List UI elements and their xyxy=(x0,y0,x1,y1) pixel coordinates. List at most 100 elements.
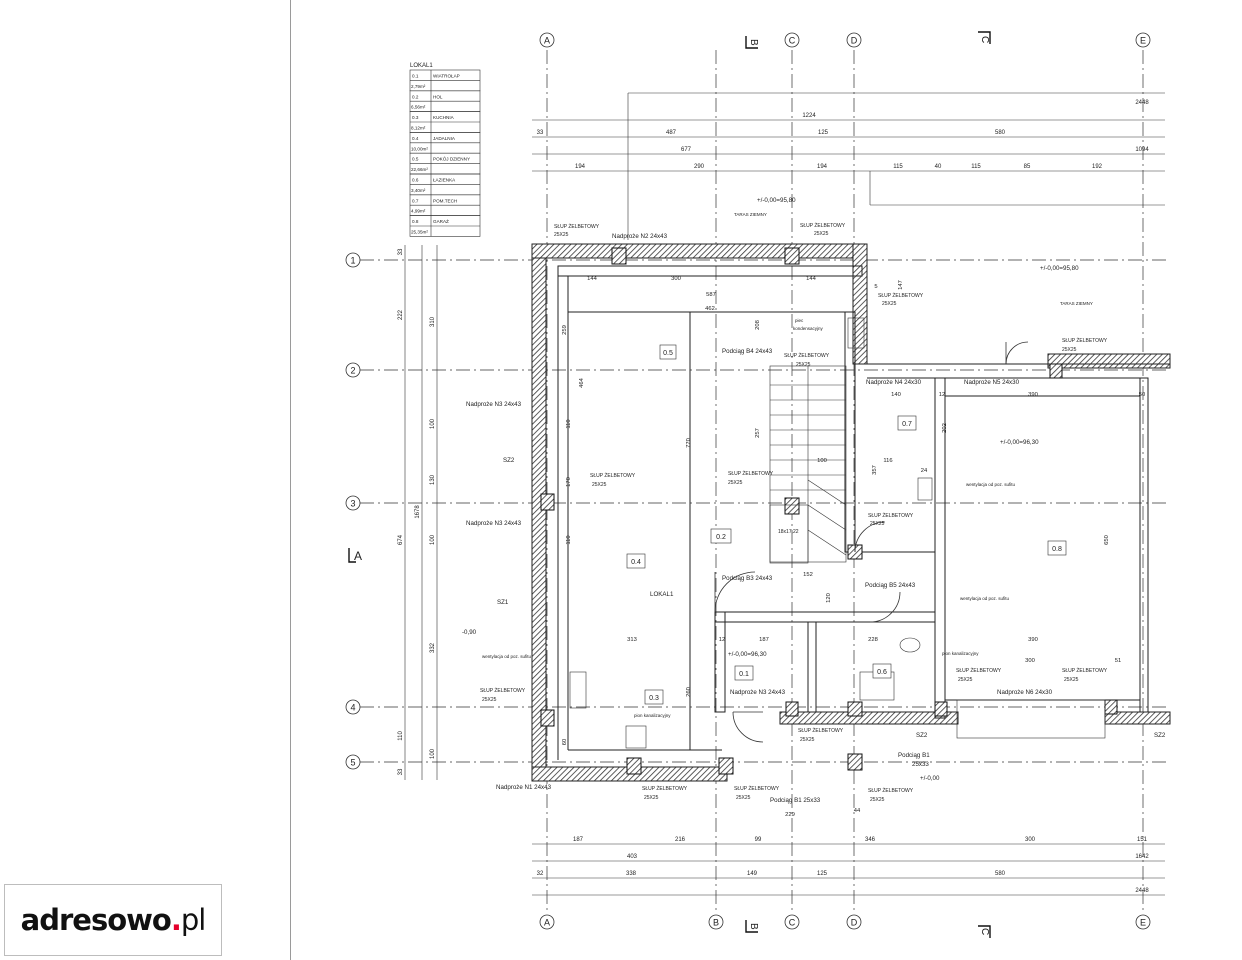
nadproze-n3-b: Nadproże N3 24x43 xyxy=(466,520,522,527)
dim-770: 770 xyxy=(686,438,692,448)
wentylacja-3: wentylacja od poz. sufitu xyxy=(482,654,532,659)
dim-12-a: 12 xyxy=(939,392,945,398)
room-label-06: 0.6 xyxy=(877,669,887,676)
section-mark-c-bottom: C xyxy=(979,928,990,935)
podciag-b1-a: Podciąg B1 xyxy=(898,752,930,759)
section-mark-c-top: C xyxy=(979,36,990,43)
pion-kanalizacyjny-1: pion kanalizacyjny xyxy=(942,651,979,656)
slup-13: SŁUP ŻELBETOWY xyxy=(734,785,780,792)
room-table-area: 8,12m² xyxy=(411,126,426,131)
level-garage: +/-0,00=96,30 xyxy=(1000,439,1039,446)
dim-208: 208 xyxy=(755,320,761,330)
room-table-area: 22,66m² xyxy=(411,167,428,172)
nadproze-n3-a: Nadproże N3 24x43 xyxy=(466,401,522,408)
dim-300-b: 300 xyxy=(1025,658,1035,664)
slup-15-size: 25X25 xyxy=(800,737,815,743)
dim-bottom-r3-d: 125 xyxy=(817,871,828,877)
podciag-b4: Podciąg B4 24x43 xyxy=(722,348,773,355)
dim-top-r2: 677 xyxy=(681,147,692,153)
room-table-number: 0.4 xyxy=(412,136,419,141)
dim-60: 60 xyxy=(562,739,568,745)
dim-bottom-r1-d: 346 xyxy=(865,837,876,843)
sz2-label-b: SZ2 xyxy=(916,732,928,739)
dim-120: 120 xyxy=(826,593,832,603)
axis-d-bottom xyxy=(846,914,862,930)
room-table-area: 4,99m² xyxy=(411,209,426,214)
dim-bottom-r2: 403 xyxy=(627,854,638,860)
dim-top-r3-h: 192 xyxy=(1092,164,1103,170)
room-table-name: KUCHNIA xyxy=(433,115,455,120)
slup-11-size: 25X25 xyxy=(482,697,497,703)
columns xyxy=(540,247,1118,775)
slup-4: SŁUP ŻELBETOWY xyxy=(784,352,830,359)
room-table-area: 3,40m² xyxy=(411,188,426,193)
dim-left-h: 100 xyxy=(430,534,436,545)
dim-bottom-r3-e: 580 xyxy=(995,871,1006,877)
room-table-area: 10,00m² xyxy=(411,146,428,151)
room-table-area: 2,79m² xyxy=(411,84,426,89)
dim-464: 464 xyxy=(579,377,585,387)
fixtures xyxy=(569,317,1106,749)
stairs-label: 18x17,22 xyxy=(778,529,799,535)
dim-left-k: 100 xyxy=(430,748,436,759)
inner-dimensions: 144 300 144 587 462 259 464 208 770 257 … xyxy=(562,276,1145,818)
axis-1 xyxy=(345,252,361,268)
axis-a-top xyxy=(539,32,555,48)
nadproze-n1: Nadproże N1 24x43 xyxy=(496,784,552,791)
room-table-number: 0.8 xyxy=(412,219,419,224)
slup-7: SŁUP ŻELBETOWY xyxy=(868,512,914,519)
axis-c-bottom xyxy=(784,914,800,930)
dim-top-r3-b: 290 xyxy=(694,164,705,170)
top-dimensions: 1224 2448 33 487 125 580 677 1094 194 29… xyxy=(537,100,1150,170)
dim-left-c: 310 xyxy=(430,316,436,327)
dim-100: 100 xyxy=(817,458,827,464)
room-table-number: 0.5 xyxy=(412,157,419,162)
dim-bottom-r1-b: 216 xyxy=(675,837,686,843)
dim-300: 300 xyxy=(671,276,681,282)
axis-label-c-top: C xyxy=(789,36,796,46)
slup-9-size: 25X25 xyxy=(958,677,973,683)
logo-brand: adresowo xyxy=(20,903,172,937)
piec-label: piec xyxy=(795,318,804,323)
wentylacja-1: wentylacja od poz. sufitu xyxy=(966,482,1016,487)
wentylacja-2: wentylacja od poz. sufitu xyxy=(960,596,1010,601)
dim-left-g: 674 xyxy=(398,534,404,545)
bottom-dimension-lines xyxy=(532,843,1165,896)
dim-144-b: 144 xyxy=(806,276,816,282)
level-entrance: +/-0,00 xyxy=(920,775,940,782)
pion-kanalizacyjny-2: pion kanalizacyjny xyxy=(634,713,671,718)
dim-left-i: 332 xyxy=(430,642,436,653)
adresowo-logo[interactable]: adresowo.pl xyxy=(4,884,222,956)
dim-170: 170 xyxy=(566,477,572,487)
dim-5: 5 xyxy=(874,284,877,290)
left-dimension-lines xyxy=(404,245,438,780)
nadproze-n4: Nadproże N4 24x30 xyxy=(866,379,922,386)
dim-left-f: 1678 xyxy=(415,505,421,519)
slup-1: SŁUP ŻELBETOWY xyxy=(554,223,600,230)
interior-walls xyxy=(557,265,1170,760)
axis-bubbles xyxy=(345,32,1151,930)
dim-357: 357 xyxy=(872,465,878,475)
slup-7-size: 25X25 xyxy=(870,521,885,527)
dim-top-r3-f: 115 xyxy=(971,164,981,170)
axis-c-top xyxy=(784,32,800,48)
section-mark-b-top: B xyxy=(748,39,759,46)
slup-5-size: 25X25 xyxy=(592,482,607,488)
axis-b-bottom xyxy=(708,914,724,930)
dim-bottom-r1-a: 187 xyxy=(573,837,584,843)
room-label-02: 0.2 xyxy=(716,534,726,541)
terrace-label-2: TARAS ZIEMNY xyxy=(1060,301,1093,306)
axis-e-bottom xyxy=(1135,914,1151,930)
room-table-area: 6,56m² xyxy=(411,105,426,110)
slup-4-size: 25X25 xyxy=(796,362,811,368)
slup-6-size: 25X25 xyxy=(728,480,743,486)
slup-12-size: 25X25 xyxy=(644,795,659,801)
room-table-name: POM.TECH xyxy=(433,198,457,203)
dim-top-r3-d: 115 xyxy=(893,164,903,170)
room-table-name: JADALNIA xyxy=(433,136,456,141)
axis-label-e-top: E xyxy=(1140,36,1146,46)
dim-462: 462 xyxy=(705,306,715,312)
room-table-number: 0.7 xyxy=(412,198,419,203)
room-table-title: LOKAL1 xyxy=(410,63,433,69)
